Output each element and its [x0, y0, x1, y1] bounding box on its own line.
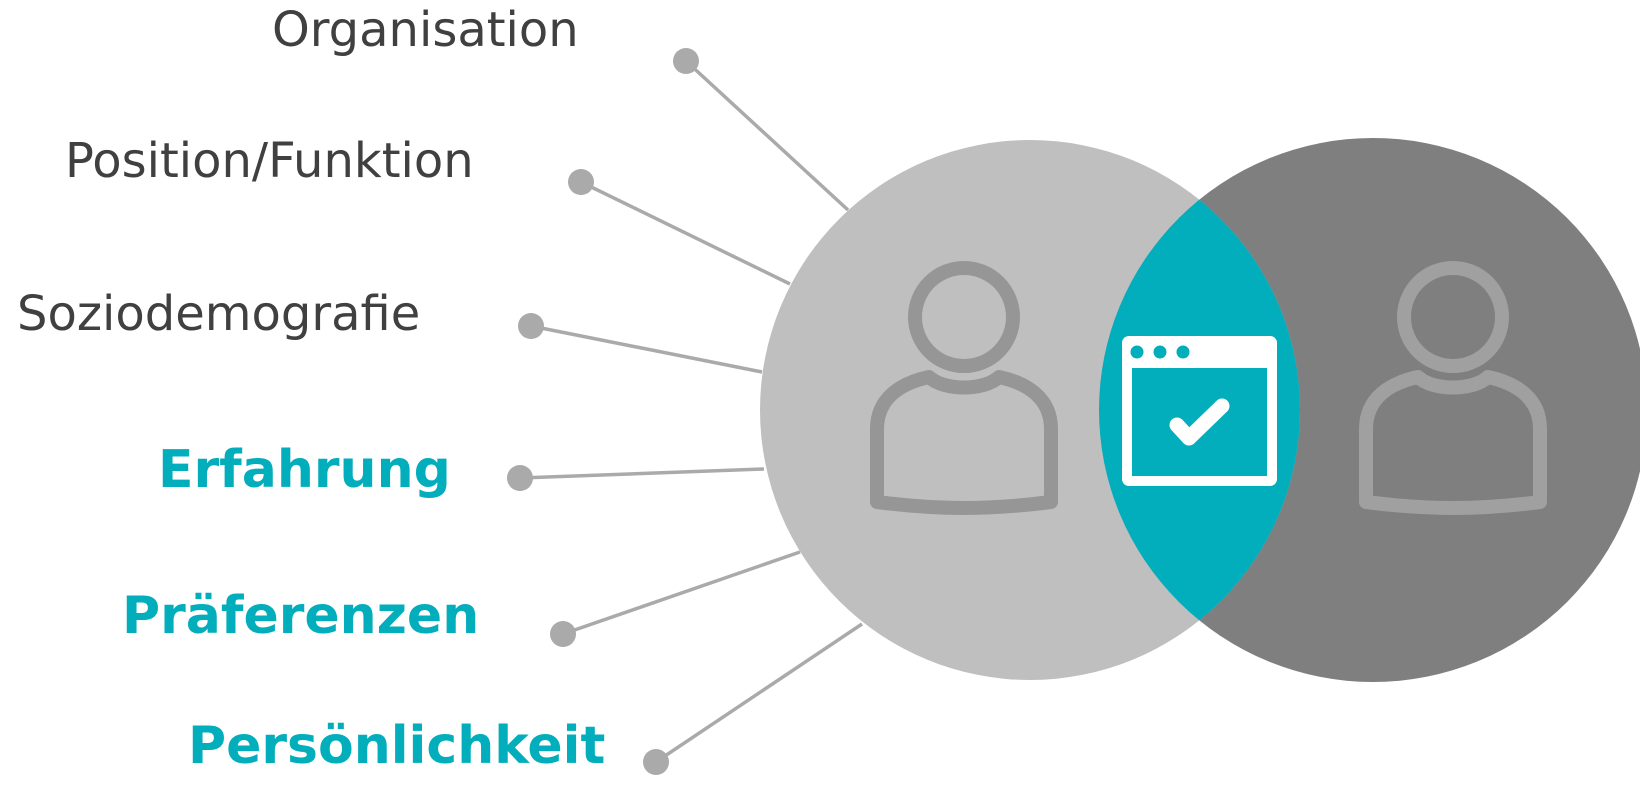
- connector-line-sozio: [530, 324, 763, 374]
- label-soziodemografie: Soziodemografie: [17, 286, 421, 342]
- connector-lines: [519, 59, 863, 764]
- connector-dots: [507, 48, 699, 775]
- connector-dot-organisation: [673, 48, 699, 74]
- label-praeferenzen: Präferenzen: [122, 586, 480, 646]
- connector-dot-pers: [643, 749, 669, 775]
- circle-overlap: [1099, 140, 1300, 680]
- label-position-funktion: Position/Funktion: [65, 133, 474, 189]
- user-icon: [1359, 261, 1547, 515]
- connector-line-position: [580, 180, 791, 286]
- connector-dot-sozio: [518, 313, 544, 339]
- user-icon: [870, 261, 1058, 515]
- label-organisation: Organisation: [272, 2, 579, 58]
- label-erfahrung: Erfahrung: [158, 440, 451, 500]
- connector-dot-praef: [550, 621, 576, 647]
- connector-dot-position: [568, 169, 594, 195]
- connector-line-organisation: [684, 59, 850, 212]
- connector-line-praef: [562, 550, 801, 636]
- label-persoenlichkeit: Persönlichkeit: [188, 716, 606, 776]
- browser-window-check-icon: [1122, 336, 1277, 486]
- connector-line-erfahrung: [519, 467, 765, 480]
- connector-dot-erfahrung: [507, 465, 533, 491]
- connector-line-pers: [655, 622, 863, 764]
